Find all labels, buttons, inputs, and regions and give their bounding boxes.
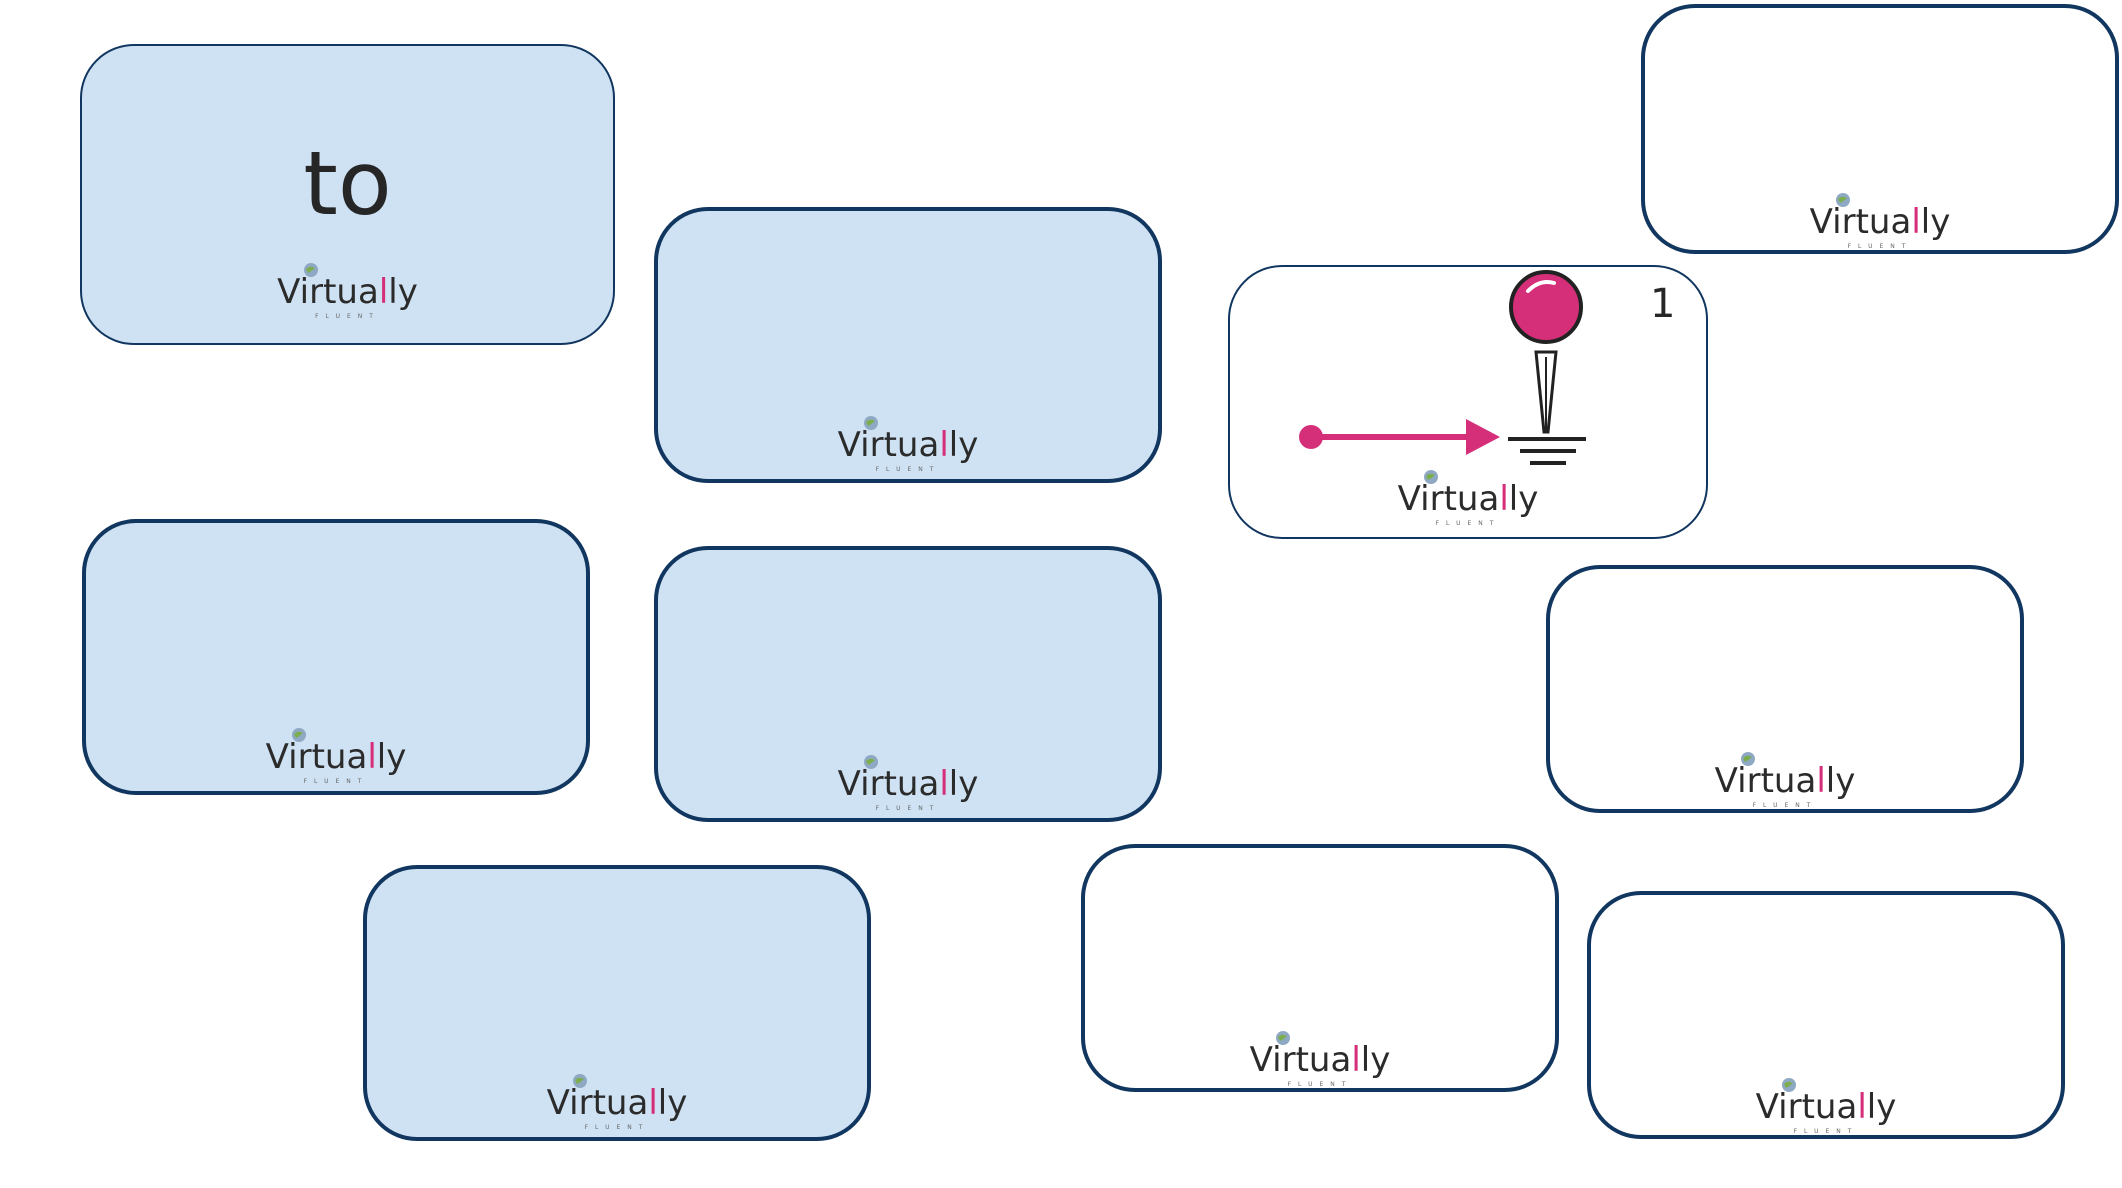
memory-card-10[interactable]: Virtually FLUENT [1587,891,2065,1139]
brand-tagline: FLUENT [1752,802,1818,809]
globe-icon [1424,470,1438,484]
pin-arrow-icon [1299,270,1586,465]
memory-card-5[interactable]: 1 Virtually FLUENT [1228,265,1708,539]
card-count: 1 [1650,281,1676,327]
brand-wordmark: Virtually [837,764,979,804]
brand-logo: Virtually FLUENT [833,415,983,485]
card-word: to [303,132,392,235]
brand-wordmark: Virtually [1249,1040,1391,1080]
brand-logo: Virtually FLUENT [261,727,411,797]
memory-card-6[interactable]: Virtually FLUENT [363,865,871,1141]
brand-wordmark: Virtually [265,737,407,777]
memory-card-9[interactable]: Virtually FLUENT [1081,844,1559,1092]
brand-tagline: FLUENT [1287,1081,1353,1088]
brand-wordmark: Virtually [277,272,418,312]
brand-wordmark: Virtually [546,1083,688,1123]
globe-icon [303,263,318,277]
brand-tagline: FLUENT [1847,243,1913,250]
globe-icon [1276,1031,1290,1045]
globe-icon [1836,193,1850,207]
globe-icon [573,1074,587,1088]
brand-logo: Virtually FLUENT [273,262,423,332]
brand-wordmark: Virtually [1809,202,1951,242]
brand-logo: Virtually FLUENT [542,1073,692,1143]
brand-tagline: FLUENT [315,313,380,320]
globe-icon [864,755,878,769]
brand-tagline: FLUENT [584,1124,650,1131]
brand-logo: Virtually FLUENT [1393,469,1543,539]
memory-card-8[interactable]: Virtually FLUENT [1546,565,2024,813]
brand-logo: Virtually FLUENT [1751,1077,1901,1147]
brand-logo: Virtually FLUENT [1245,1030,1395,1100]
memory-card-7[interactable]: Virtually FLUENT [1641,4,2119,254]
memory-card-4[interactable]: Virtually FLUENT [654,546,1162,822]
globe-icon [292,728,306,742]
memory-card-2[interactable]: Virtually FLUENT [654,207,1162,483]
brand-tagline: FLUENT [875,466,941,473]
memory-card-3[interactable]: Virtually FLUENT [82,519,590,795]
brand-logo: Virtually FLUENT [833,754,983,824]
brand-logo: Virtually FLUENT [1805,192,1955,262]
brand-tagline: FLUENT [1793,1128,1859,1135]
memory-card-1[interactable]: to Virtually FLUENT [80,44,615,345]
globe-icon [864,416,878,430]
brand-wordmark: Virtually [837,425,979,465]
brand-tagline: FLUENT [875,805,941,812]
globe-icon [1782,1078,1796,1092]
brand-wordmark: Virtually [1397,479,1539,519]
globe-icon [1741,752,1755,766]
brand-wordmark: Virtually [1714,761,1856,801]
brand-tagline: FLUENT [303,778,369,785]
brand-tagline: FLUENT [1435,520,1501,527]
brand-wordmark: Virtually [1755,1087,1897,1127]
brand-logo: Virtually FLUENT [1710,751,1860,821]
